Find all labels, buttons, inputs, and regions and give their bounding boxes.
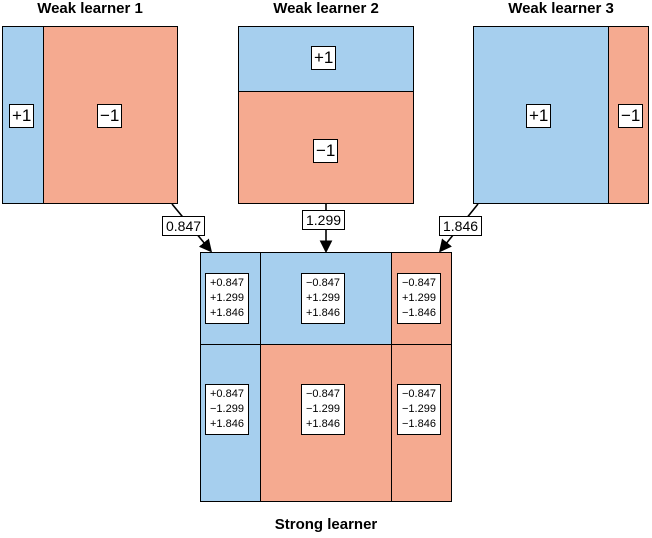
weak-learner-1-positive-label: +1 <box>9 104 35 128</box>
weak-learner-3-positive-label: +1 <box>526 104 552 128</box>
score: +0.847 <box>210 388 244 400</box>
weight-box-1: 0.847 <box>162 216 206 236</box>
weak-learner-1-negative-label: −1 <box>97 104 123 128</box>
weak-learner-2-negative-label: −1 <box>313 139 339 163</box>
score: +0.847 <box>210 277 244 289</box>
weak-learner-2-positive-label: +1 <box>311 46 337 70</box>
cell-bottom-right-scores: −0.847 −1.299 −1.846 <box>397 384 441 435</box>
weak-learner-3-panel: +1 −1 <box>473 26 649 204</box>
score: +1.846 <box>306 307 340 319</box>
strong-learner-title: Strong learner <box>274 516 378 533</box>
weight-box-3: 1.846 <box>439 216 483 236</box>
score: +1.299 <box>210 292 244 304</box>
score: −1.299 <box>402 403 436 415</box>
weak-learner-1-title: Weak learner 1 <box>37 0 143 17</box>
score: −1.299 <box>210 403 244 415</box>
score: +1.846 <box>210 418 244 430</box>
score: −0.847 <box>402 277 436 289</box>
weak-learner-2-panel: +1 −1 <box>238 26 414 204</box>
score: −1.846 <box>402 418 436 430</box>
strong-learner-panel: +0.847 +1.299 +1.846 −0.847 +1.299 +1.84… <box>200 252 452 502</box>
weak-learner-3-negative-label: −1 <box>618 104 644 128</box>
score: +1.299 <box>402 292 436 304</box>
weak-learner-2-title: Weak learner 2 <box>273 0 379 17</box>
cell-top-left-scores: +0.847 +1.299 +1.846 <box>205 273 249 324</box>
score: −0.847 <box>402 388 436 400</box>
score: −0.847 <box>306 277 340 289</box>
score: +1.299 <box>306 292 340 304</box>
weight-box-2: 1.299 <box>302 210 346 230</box>
cell-bottom-left-scores: +0.847 −1.299 +1.846 <box>205 384 249 435</box>
score: −1.299 <box>306 403 340 415</box>
weak-learner-1-panel: +1 −1 <box>2 26 178 204</box>
score: −1.846 <box>402 307 436 319</box>
cell-top-right-scores: −0.847 +1.299 −1.846 <box>397 273 441 324</box>
score: +1.846 <box>210 307 244 319</box>
weak-learner-3-title: Weak learner 3 <box>508 0 614 17</box>
score: +1.846 <box>306 418 340 430</box>
score: −0.847 <box>306 388 340 400</box>
cell-top-middle-scores: −0.847 +1.299 +1.846 <box>301 273 345 324</box>
cell-bottom-middle-scores: −0.847 −1.299 +1.846 <box>301 384 345 435</box>
